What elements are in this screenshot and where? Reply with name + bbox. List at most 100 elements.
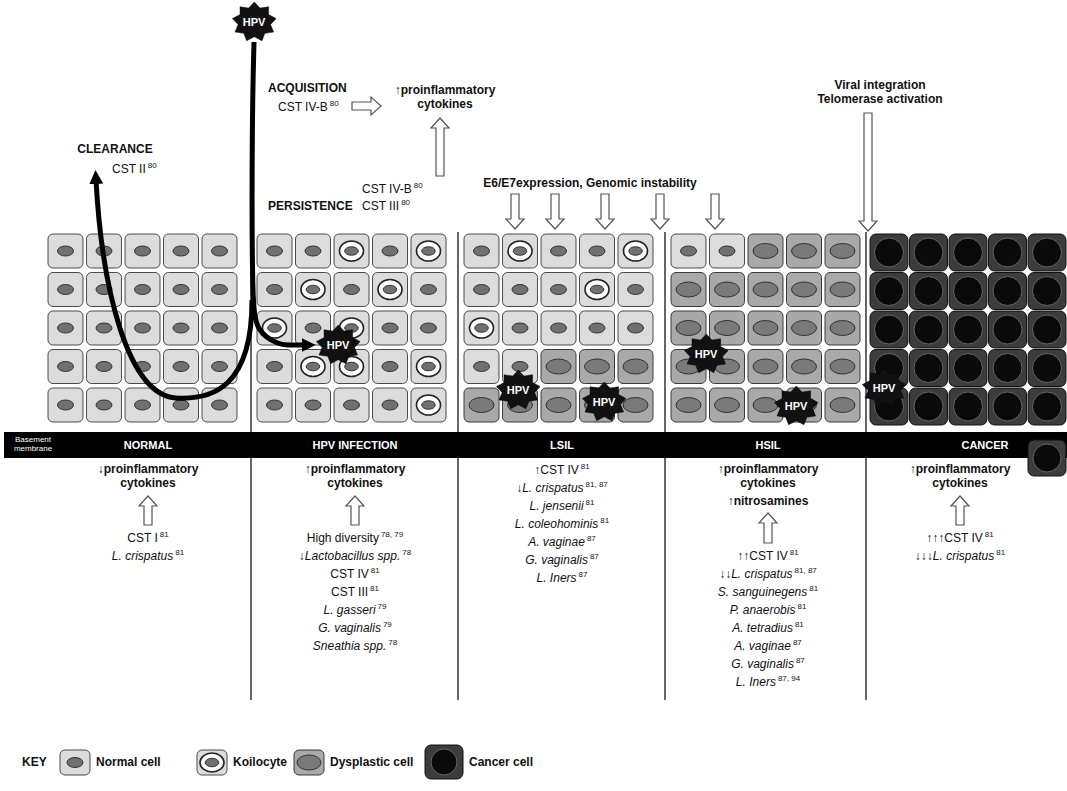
normal-cell — [202, 311, 237, 345]
normal-cell — [257, 234, 292, 268]
dysplastic-cell — [787, 273, 822, 307]
cell-body — [164, 273, 199, 307]
dysplastic-cell — [748, 273, 783, 307]
cell-body — [411, 273, 446, 307]
cell-nucleus — [475, 324, 489, 333]
koilocyte — [373, 273, 408, 307]
cell-nucleus — [305, 323, 321, 333]
label-text: ↓proinflammatory cytokines — [98, 462, 199, 490]
koilocyte — [411, 388, 446, 422]
hollow-arrow — [352, 97, 381, 115]
cell-body — [464, 311, 499, 345]
cell-nucleus — [267, 400, 283, 410]
label-text: Viral integration Telomerase activation — [817, 78, 942, 106]
text-line: KEY — [22, 755, 47, 769]
cancer-cell-nucleus — [993, 238, 1022, 267]
normal-cell — [618, 311, 653, 345]
cell-nucleus — [382, 246, 398, 256]
text-line: CLEARANCE — [77, 142, 152, 156]
cell-nucleus — [58, 285, 74, 295]
cell-nucleus — [382, 400, 398, 410]
stage-divider — [664, 232, 665, 700]
stage-dividers — [251, 232, 866, 700]
reference-number: 80 — [148, 161, 157, 170]
cell-body — [411, 388, 446, 422]
cell-nucleus — [267, 362, 283, 372]
cell-nucleus — [135, 400, 151, 410]
cancer-cell — [910, 273, 948, 310]
cell-body — [334, 273, 369, 307]
text-line: ↓L. crispatus81, 87 — [516, 480, 608, 495]
cell-nucleus — [58, 362, 74, 372]
reference-number: 81 — [996, 548, 1005, 557]
normal-cell — [671, 234, 706, 268]
koilocyte — [411, 350, 446, 384]
dysplastic-nucleus — [546, 398, 571, 413]
cancer-cell-body — [949, 234, 987, 271]
cancer-cell — [989, 350, 1027, 387]
label-text: L. crispatus — [112, 549, 173, 563]
cell-nucleus — [421, 323, 437, 333]
text-line: L. gasseri79 — [324, 602, 387, 617]
normal-cell — [48, 311, 83, 345]
label-text: L. Iners — [736, 675, 776, 689]
text-line: L. crispatus81 — [112, 548, 184, 563]
epithelium — [48, 234, 1066, 476]
cell-nucleus — [305, 400, 321, 410]
normal-cell — [48, 234, 83, 268]
koilocyte-halo — [417, 395, 441, 415]
hpv-starburst: HPV — [316, 325, 361, 365]
dysplastic-cell-body — [787, 311, 822, 345]
dysplastic-cell-body — [541, 388, 576, 422]
normal-cell — [541, 273, 576, 307]
label-text: CST III — [331, 585, 368, 599]
text-line: CST IV-B80 — [362, 181, 423, 196]
label-text: ↑proinflammatory cytokines — [395, 83, 496, 111]
cancer-cell — [910, 234, 948, 271]
cell-body — [202, 234, 237, 268]
text-line: ACQUISITION — [268, 81, 347, 95]
cell-body — [87, 350, 122, 384]
hollow-arrow — [651, 194, 669, 229]
dysplastic-cell — [748, 350, 783, 384]
dysplastic-cell — [825, 273, 860, 307]
cell-nucleus — [306, 285, 320, 294]
label-text: G. vaginalis — [318, 621, 381, 635]
legend-label: Dysplastic cell — [330, 755, 413, 769]
cancer-cell-body — [989, 388, 1027, 425]
koilocyte-halo — [417, 241, 441, 261]
cell-nucleus — [422, 362, 436, 371]
normal-cell — [373, 388, 408, 422]
cell-nucleus — [212, 362, 228, 372]
label-text: P. anaerobis — [730, 603, 796, 617]
cell-body — [48, 273, 83, 307]
dysplastic-cell-body — [825, 388, 860, 422]
cell-body — [373, 388, 408, 422]
reference-number: 81 — [160, 530, 169, 539]
dysplastic-nucleus — [792, 282, 817, 297]
dysplastic-nucleus — [830, 398, 855, 413]
reference-number: 81 — [581, 462, 590, 471]
cell-nucleus — [173, 285, 189, 295]
starburst-outline — [862, 368, 906, 407]
label-text: A. vaginae — [734, 639, 791, 653]
label-text: L. Iners — [537, 571, 577, 585]
text-line: ↓proinflammatory cytokines — [83, 462, 213, 491]
label-text: CST IV-B — [362, 182, 412, 196]
cancer-cell-body — [910, 388, 948, 425]
normal-cell — [334, 388, 369, 422]
dysplastic-cell-body — [748, 350, 783, 384]
dysplastic-nucleus — [830, 244, 855, 259]
dysplastic-nucleus — [623, 359, 648, 374]
text-line: S. sanguinegens81 — [718, 584, 818, 599]
cancer-cell-nucleus — [954, 315, 983, 344]
koilocyte-halo — [200, 753, 224, 772]
cell-nucleus — [305, 246, 321, 256]
dysplastic-nucleus — [753, 359, 778, 374]
label-text: G. vaginalis — [525, 553, 588, 567]
cell-body — [125, 311, 160, 345]
text-line: CST IV-B80 — [278, 99, 339, 114]
cell-body — [541, 273, 576, 307]
text-line: ↑↑↑CST IV81 — [926, 530, 993, 545]
dysplastic-nucleus — [469, 398, 494, 413]
